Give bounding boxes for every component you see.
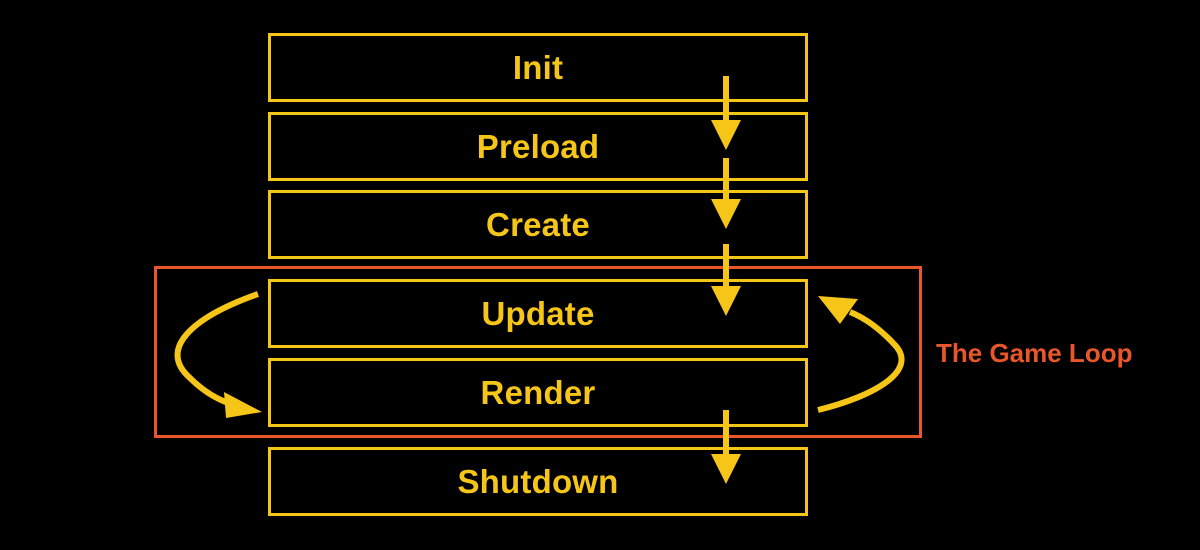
stage-shutdown: Shutdown <box>268 447 808 516</box>
stage-update: Update <box>268 279 808 348</box>
stage-create: Create <box>268 190 808 259</box>
stage-init: Init <box>268 33 808 102</box>
stage-create-label: Create <box>486 205 590 243</box>
stage-init-label: Init <box>512 48 564 86</box>
stage-preload-label: Preload <box>476 127 600 165</box>
stage-render-label: Render <box>480 373 596 411</box>
stage-shutdown-label: Shutdown <box>457 462 619 500</box>
game-loop-label: The Game Loop <box>936 338 1133 368</box>
stage-update-label: Update <box>481 294 595 332</box>
stage-preload: Preload <box>268 112 808 181</box>
stage-render: Render <box>268 358 808 427</box>
game-loop-frame <box>154 266 922 438</box>
